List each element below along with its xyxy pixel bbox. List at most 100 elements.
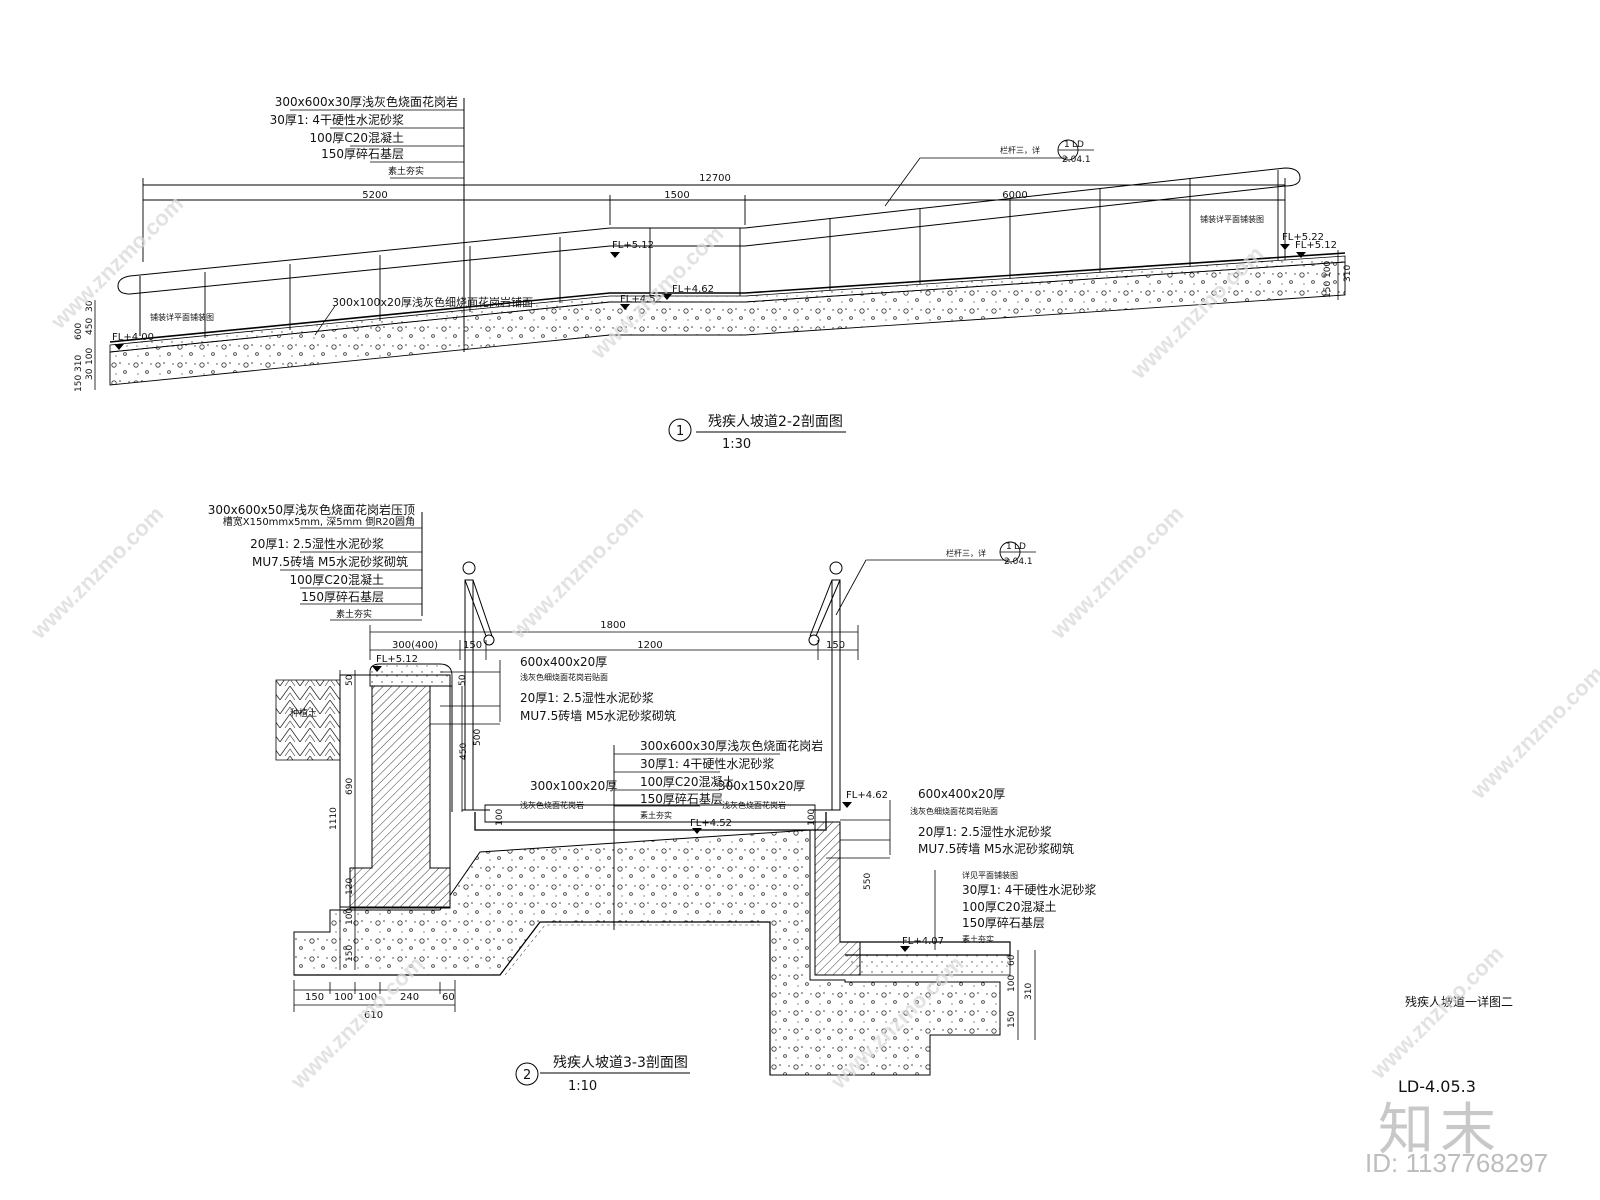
layer-label: 300x600x50厚浅灰色烧面花岗岩压顶 <box>208 502 415 517</box>
detail-ref-code: LD <box>1014 542 1026 552</box>
section-2-2: 300x600x30厚浅灰色烧面花岗岩 30厚1: 4干硬性水泥砂浆 100厚C… <box>74 94 1353 452</box>
section-scale: 1:10 <box>568 1079 597 1094</box>
dim-horizontal: 100 <box>358 992 377 1003</box>
layer-label: 600x400x20厚 <box>520 655 607 669</box>
layer-label: 300x600x30厚浅灰色烧面花岗岩 <box>640 738 823 753</box>
dim-horizontal: 60 <box>442 992 455 1003</box>
rail-note: 栏杆三，详 <box>946 548 986 558</box>
dim-vertical: 150 <box>74 375 84 392</box>
dim-horizontal: 610 <box>364 1010 383 1021</box>
dim-vertical: 550 <box>863 873 873 890</box>
layer-label: MU7.5砖墙 M5水泥砂浆砌筑 <box>918 841 1074 856</box>
level-mark: FL+4.52 <box>620 294 662 305</box>
layer-label: 20厚1: 2.5湿性水泥砂浆 <box>520 690 654 705</box>
level-mark: FL+4.07 <box>902 936 944 947</box>
dim-vertical: 30 <box>85 368 95 380</box>
layer-label: 30厚1: 4干硬性水泥砂浆 <box>270 112 404 127</box>
level-mark: FL+5.12 <box>1295 240 1337 251</box>
title-number: 1 <box>676 424 684 439</box>
layer-label: 600x400x20厚 <box>918 787 1005 801</box>
layer-label: 30厚1: 4干硬性水泥砂浆 <box>962 882 1096 897</box>
layer-label: 100厚C20混凝土 <box>962 899 1057 914</box>
dim-vertical: 1110 <box>329 807 339 830</box>
layer-label: 100厚C20混凝土 <box>309 130 404 145</box>
dimension-segment: 150 <box>463 640 482 651</box>
detail-ref-sheet: 2.04.1 <box>1062 155 1091 165</box>
level-mark: FL+4.62 <box>846 790 888 801</box>
dim-vertical: 60 <box>1007 954 1017 966</box>
layer-label: 30厚1: 4干硬性水泥砂浆 <box>640 756 774 771</box>
dim-vertical: 100 <box>1007 975 1017 992</box>
gutter-note: 300x100x20厚浅灰色细烧面花岗岩铺面 <box>332 295 533 309</box>
dim-vertical: 150 <box>1323 281 1333 298</box>
layer-label: 100厚C20混凝土 <box>289 572 384 587</box>
detail-ref-code: LD <box>1072 140 1084 150</box>
paving-note-left: 铺装详平面铺装图 <box>150 312 214 322</box>
dim-horizontal: 240 <box>400 992 419 1003</box>
layer-label: 150厚碎石基层 <box>962 915 1045 930</box>
dim-horizontal: 150 <box>305 992 324 1003</box>
watermark-text: www.znzmo.com <box>25 501 168 644</box>
watermark-text: www.znzmo.com <box>1365 941 1508 1084</box>
dim-vertical: 120 <box>345 878 355 895</box>
section-3-3: 300x600x50厚浅灰色烧面花岗岩压顶 槽宽X150mmx5mm, 深5mm… <box>208 502 1097 1094</box>
dimension-segment: 5200 <box>362 190 387 201</box>
dim-vertical: 690 <box>345 778 355 795</box>
dim-vertical: 100 <box>807 809 817 826</box>
dim-vertical: 100 <box>85 348 95 365</box>
level-mark: FL+4.00 <box>112 332 154 343</box>
paving-note-right: 铺装详平面铺装图 <box>1200 214 1264 224</box>
layer-label: 300x600x30厚浅灰色烧面花岗岩 <box>275 94 458 109</box>
sheet-number: LD-4.05.3 <box>1398 1077 1476 1096</box>
dim-vertical: 30 <box>85 300 95 312</box>
detail-name: 残疾人坡道一详图二 <box>1405 994 1513 1009</box>
brand-watermark: 知末 <box>1378 1098 1502 1163</box>
gutter-label: 300x100x20厚 <box>530 779 617 793</box>
layer-label: 素土夯实 <box>962 934 994 944</box>
detail-ref-sheet: 2.04.1 <box>1004 557 1033 567</box>
dim-vertical: 100 <box>495 809 505 826</box>
dim-vertical: 310 <box>1343 265 1353 282</box>
level-mark: FL+5.22 <box>1282 232 1324 243</box>
dimension-segment: 1500 <box>664 190 689 201</box>
dim-vertical: 100 <box>345 908 355 925</box>
dim-vertical: 450 <box>85 318 95 335</box>
gutter-sub-label: 浅灰色烧面花岗岩 <box>722 800 786 810</box>
watermark-text: www.znzmo.com <box>1465 661 1600 804</box>
layer-label: 150厚碎石基层 <box>640 791 723 806</box>
detail-ref-number: 1 <box>1064 140 1070 150</box>
rail-note: 栏杆三，详 <box>1000 145 1040 155</box>
dim-vertical: 310 <box>1024 983 1034 1000</box>
watermark-text: www.znzmo.com <box>505 501 648 644</box>
layer-label: 20厚1: 2.5湿性水泥砂浆 <box>250 536 384 551</box>
section1-layer-list: 300x600x30厚浅灰色烧面花岗岩 30厚1: 4干硬性水泥砂浆 100厚C… <box>270 94 458 177</box>
detail-ref-number: 1 <box>1006 542 1012 552</box>
dimension-segment: 300(400) <box>392 640 438 651</box>
section-scale: 1:30 <box>722 437 751 452</box>
dim-vertical: 50 <box>345 674 355 686</box>
dimension-segment: 6000 <box>1002 190 1027 201</box>
layer-label: 150厚碎石基层 <box>321 146 404 161</box>
image-id: ID: 1137768297 <box>1365 1148 1549 1178</box>
dimension-total: 1800 <box>600 620 625 631</box>
level-mark: FL+4.62 <box>672 284 714 295</box>
layer-label: 槽宽X150mmx5mm, 深5mm 倒R20圆角 <box>223 515 415 528</box>
layer-label: 素土夯实 <box>640 810 672 820</box>
fill-label: 种植土 <box>290 707 317 719</box>
dim-vertical: 600 <box>74 323 84 340</box>
section-title: 残疾人坡道2-2剖面图 <box>708 414 843 430</box>
dim-vertical: 500 <box>473 729 483 746</box>
layer-label: MU7.5砖墙 M5水泥砂浆砌筑 <box>520 708 676 723</box>
layer-label: 素土夯实 <box>336 608 372 620</box>
dim-vertical: 150 <box>345 945 355 962</box>
layer-label: 20厚1: 2.5湿性水泥砂浆 <box>918 824 1052 839</box>
dim-horizontal: 100 <box>334 992 353 1003</box>
level-mark: FL+5.12 <box>376 654 418 665</box>
gutter-label: 300x150x20厚 <box>718 779 805 793</box>
dim-vertical: 310 <box>74 355 84 372</box>
title-number: 2 <box>523 1068 531 1083</box>
level-mark: FL+4.52 <box>690 818 732 829</box>
level-mark: FL+5.12 <box>612 240 654 251</box>
layer-label: MU7.5砖墙 M5水泥砂浆砌筑 <box>252 554 408 569</box>
